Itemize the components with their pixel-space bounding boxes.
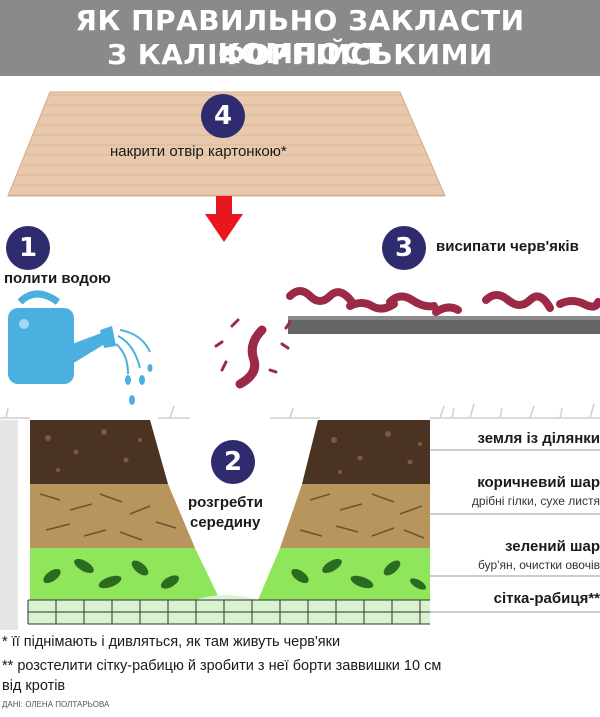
layer-mesh-title: сітка-рабиця**: [493, 590, 600, 607]
cardboard-sheet: [7, 91, 446, 197]
leader-lines: [430, 449, 600, 613]
layer-brown-title: коричневий шар: [477, 474, 600, 491]
title-line-1: ЯК ПРАВИЛЬНО ЗАКЛАСТИ КОМПОСТ: [75, 4, 525, 70]
green-layer: [30, 548, 430, 600]
pit-bottom: [195, 595, 258, 600]
layer-brown-subtitle: дрібні гілки, сухе листя: [471, 494, 600, 508]
step-2-badge: 2: [211, 440, 255, 484]
mesh-net: [27, 599, 430, 625]
step-1-badge: 1: [6, 226, 50, 270]
footnote-2: ** розстелити сітку-рабицю й зробити з н…: [2, 658, 442, 674]
step-2-label-line2: середину: [190, 514, 261, 531]
layer-green-title: зелений шар: [505, 538, 600, 555]
watering-can-icon: [8, 290, 153, 405]
step-1-label: полити водою: [4, 270, 111, 287]
layer-green-subtitle: бур'ян, очистки овочів: [478, 558, 600, 572]
worm-board: [288, 316, 600, 334]
step-4-badge: 4: [201, 94, 245, 138]
step-2-label-line1: розгребти: [188, 494, 263, 511]
step-4-label: накрити отвір картонкою*: [110, 143, 287, 160]
brown-layer: [30, 484, 430, 548]
step-3-badge: 3: [382, 226, 426, 270]
footnote-2-continued: від кротів: [2, 678, 66, 694]
step-3-label: висипати черв'яків: [436, 238, 579, 255]
falling-worm-pieces: [214, 318, 292, 374]
worm-icon: [235, 287, 600, 389]
layer-soil-title: земля із ділянки: [477, 430, 600, 447]
footnote-1: * її піднімають і дивляться, як там живу…: [2, 634, 341, 650]
left-wall: [0, 420, 18, 630]
arrow-down-icon: [205, 196, 243, 242]
soil-layer: [30, 420, 430, 484]
credit-line: ДАНІ: ОЛЕНА ПОЛТАРЬОВА: [2, 700, 110, 709]
ground-grass: [0, 403, 600, 419]
